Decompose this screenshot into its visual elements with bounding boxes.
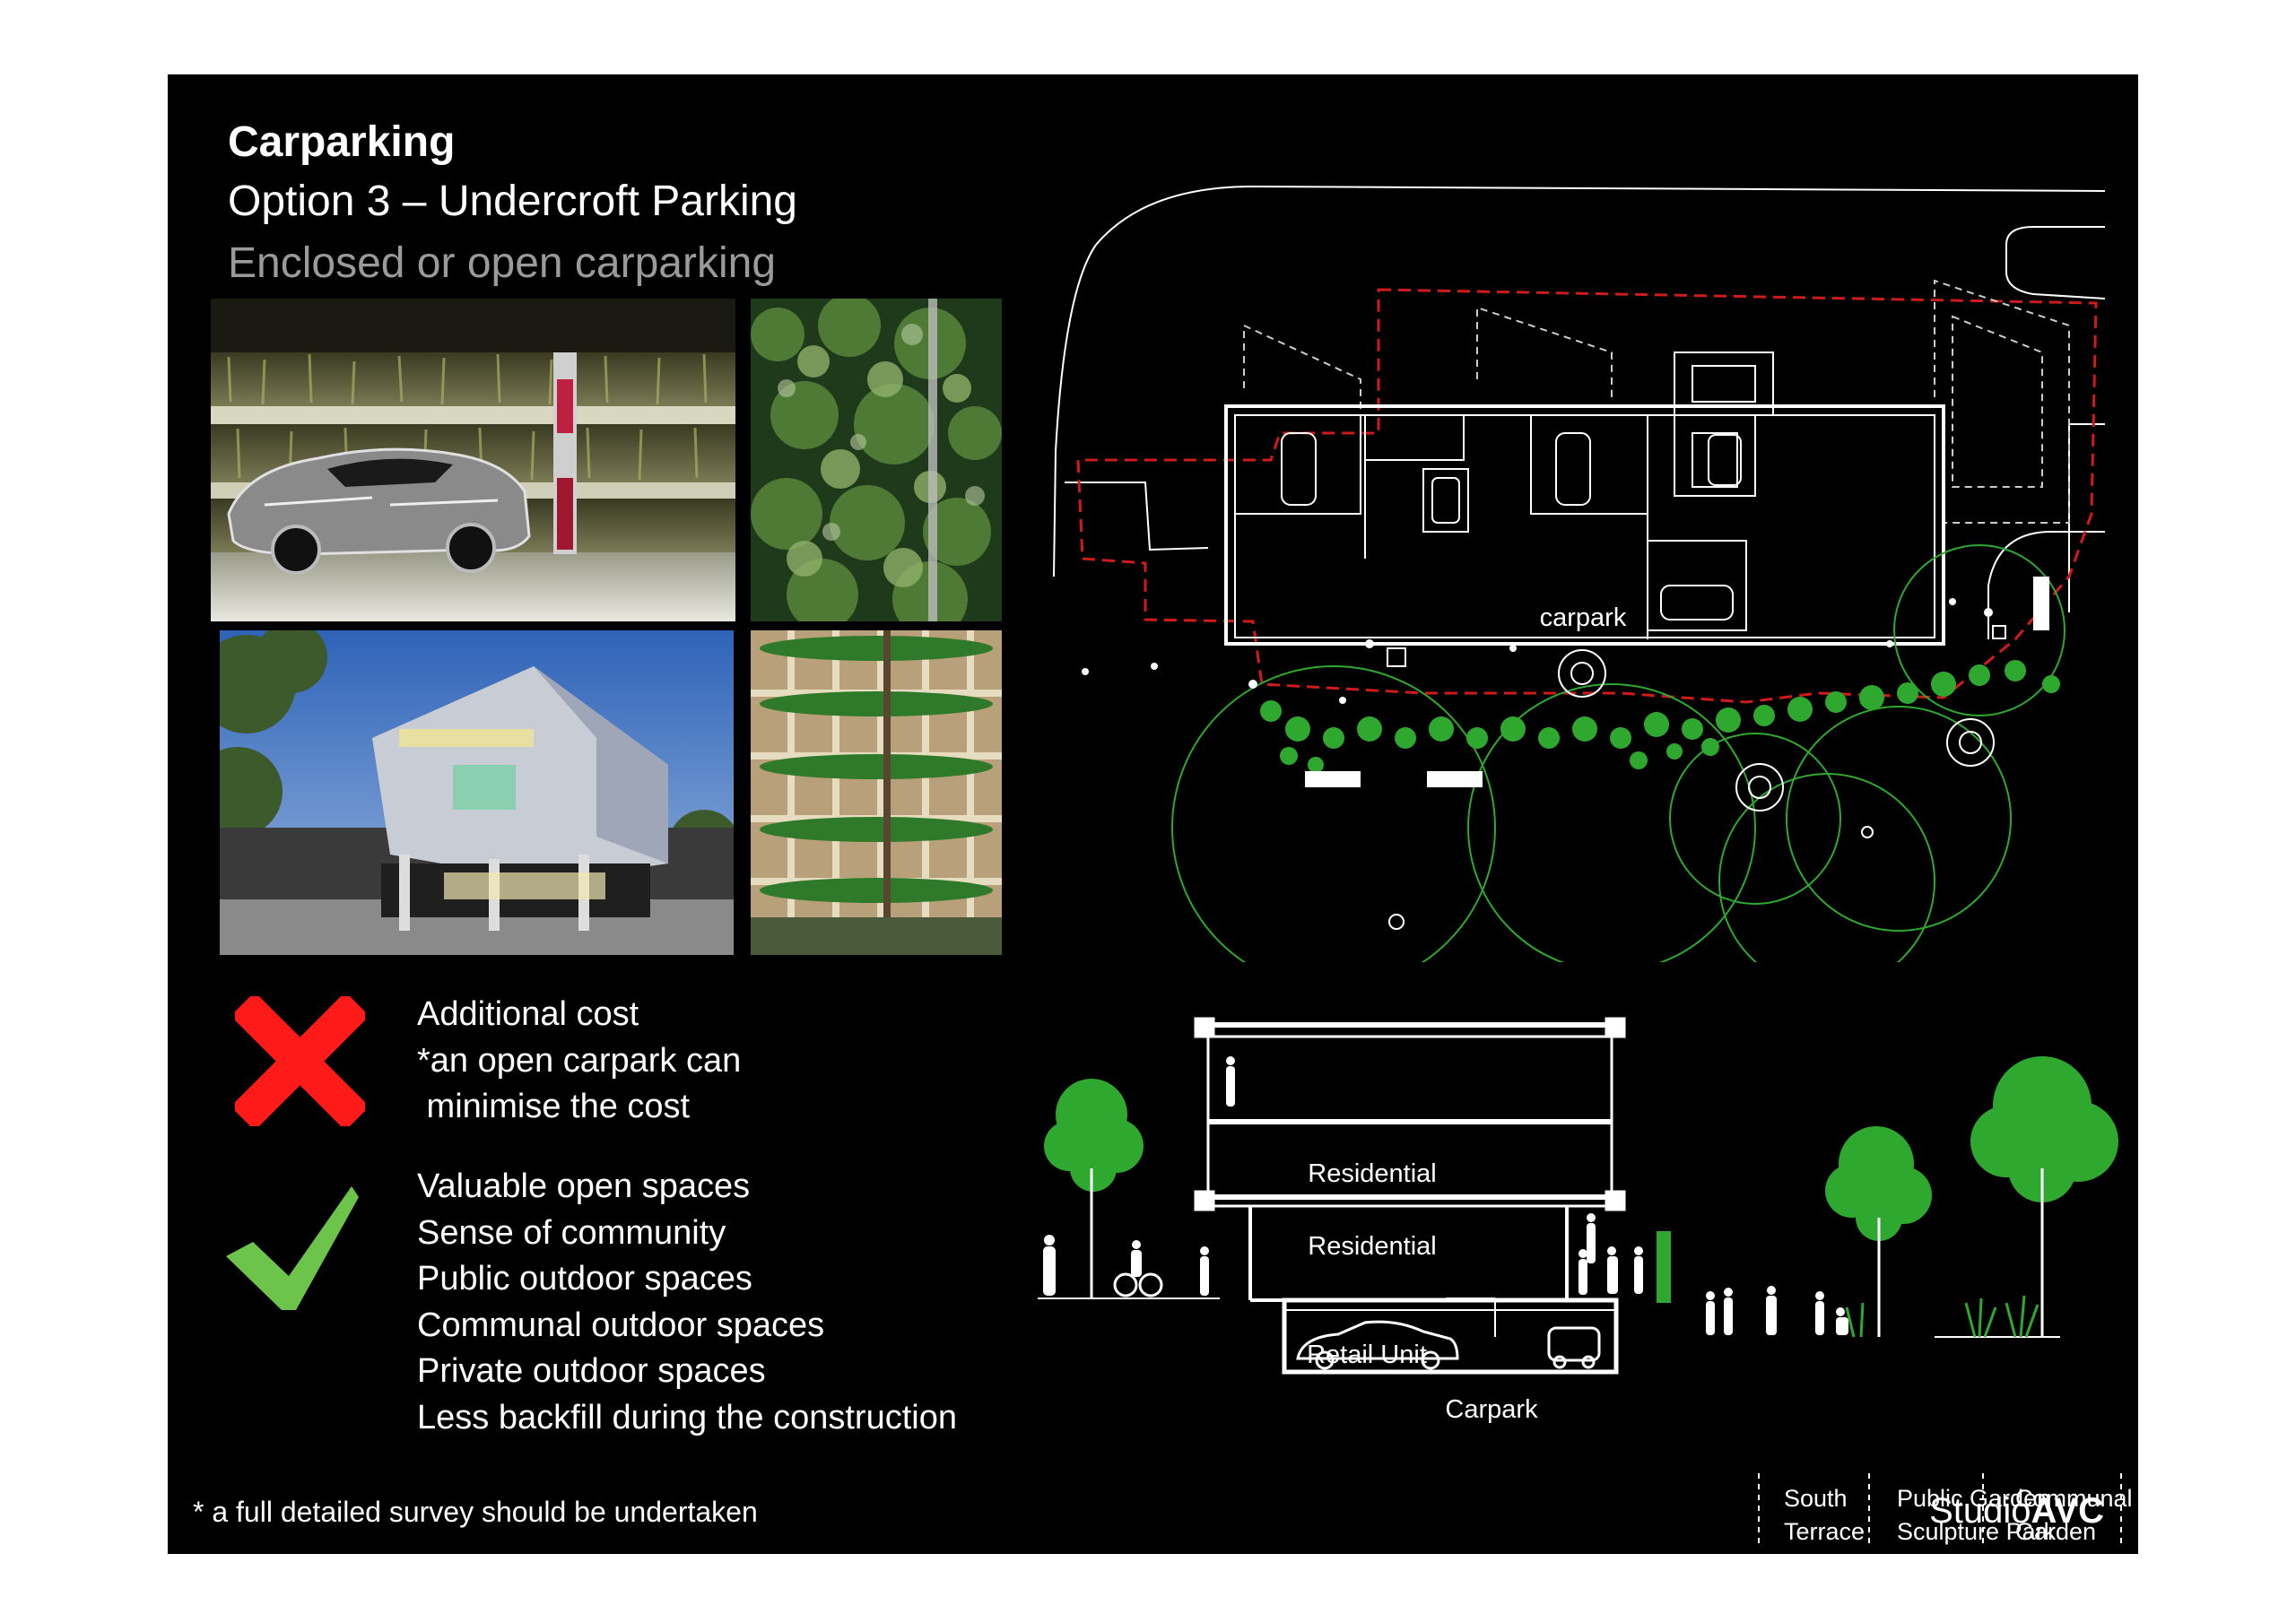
zone-label-south: South bbox=[1784, 1485, 1848, 1512]
slide: Carparking Option 3 – Undercroft Parking… bbox=[168, 74, 2138, 1554]
page-subtitle: Option 3 – Undercroft Parking bbox=[228, 178, 797, 225]
photo-espalier-wall bbox=[751, 630, 1002, 955]
zone-label-garden: Garden bbox=[2015, 1518, 2096, 1545]
section-label-residential-lower: Residential bbox=[1308, 1232, 1436, 1261]
zone-label-terrace: Terrace bbox=[1784, 1518, 1865, 1545]
plan-carpark-label: carpark bbox=[1540, 603, 1627, 632]
cons-item: Additional cost bbox=[417, 995, 639, 1033]
cons-list: Additional cost *an open carpark can min… bbox=[417, 992, 741, 1131]
zone-label-public-garden: Public Garden bbox=[1897, 1485, 2050, 1512]
pros-item: Public outdoor spaces bbox=[417, 1260, 752, 1298]
pros-item: Less backfill during the construction bbox=[417, 1398, 957, 1436]
photo-carpark-green-screen bbox=[211, 299, 735, 621]
brand-prefix: Studio bbox=[1929, 1491, 2031, 1531]
photo-green-wall bbox=[751, 299, 1002, 621]
zone-label-communal: Communal bbox=[2015, 1485, 2132, 1512]
section-diagram: Residential Residential Retail Unit Carp… bbox=[1038, 1017, 2132, 1545]
section-label-retail: Retail Unit bbox=[1307, 1341, 1427, 1369]
cons-item: *an open carpark can bbox=[417, 1041, 742, 1080]
footer-note: * a full detailed survey should be under… bbox=[193, 1496, 758, 1528]
zone-label-sculpture-park: Sculpture Park bbox=[1897, 1518, 2057, 1545]
check-icon bbox=[226, 1186, 359, 1310]
section-label-residential-upper: Residential bbox=[1308, 1159, 1436, 1188]
cross-icon bbox=[235, 996, 365, 1126]
pros-list: Valuable open spaces Sense of community … bbox=[417, 1164, 957, 1441]
page-title: Carparking bbox=[228, 118, 456, 166]
brand-logo: StudioAVC bbox=[1929, 1491, 2104, 1532]
pros-item: Valuable open spaces bbox=[417, 1167, 751, 1205]
pros-item: Private outdoor spaces bbox=[417, 1352, 766, 1390]
photo-building-undercroft bbox=[220, 630, 734, 955]
section-label-carpark: Carpark bbox=[1445, 1395, 1538, 1424]
cons-item: minimise the cost bbox=[417, 1088, 691, 1125]
site-plan: carpark bbox=[1053, 185, 2106, 962]
pros-item: Communal outdoor spaces bbox=[417, 1306, 825, 1344]
page-subtitle-secondary: Enclosed or open carparking bbox=[228, 239, 777, 287]
pros-item: Sense of community bbox=[417, 1213, 726, 1252]
brand-bold: AVC bbox=[2031, 1491, 2104, 1531]
